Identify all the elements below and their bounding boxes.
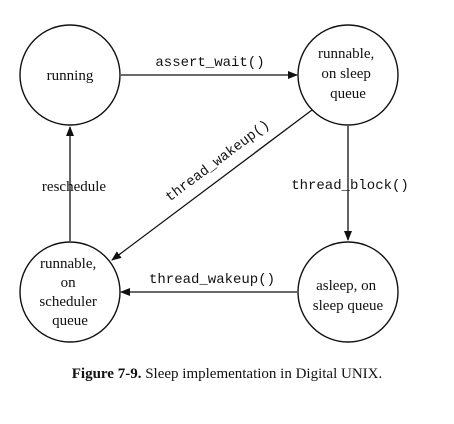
state-asleep-circle	[297, 241, 399, 343]
label-thread-wakeup-bottom: thread_wakeup()	[149, 272, 275, 288]
state-asleep-label: asleep, on sleep queue	[313, 278, 384, 314]
label-thread-block: thread_block()	[291, 178, 409, 194]
label-thread-wakeup-diagonal: thread_wakeup()	[163, 117, 273, 205]
label-reschedule: reschedule	[42, 179, 106, 195]
state-runnable-sleep-circle	[297, 24, 399, 126]
state-runnable-scheduler-label: runnable, on scheduler queue	[39, 256, 100, 329]
figure-caption: Figure 7-9. Sleep implementation in Digi…	[0, 366, 454, 383]
figure-caption-text: Sleep implementation in Digital UNIX.	[141, 366, 383, 382]
arrow-thread-wakeup-diagonal	[111, 109, 313, 261]
state-running-circle	[19, 24, 121, 126]
label-assert-wait: assert_wait()	[155, 55, 264, 71]
state-running-label: running	[47, 68, 94, 84]
figure-number: Figure 7-9.	[71, 366, 142, 382]
state-runnable-sleep-label: runnable, on sleep queue	[318, 46, 378, 102]
